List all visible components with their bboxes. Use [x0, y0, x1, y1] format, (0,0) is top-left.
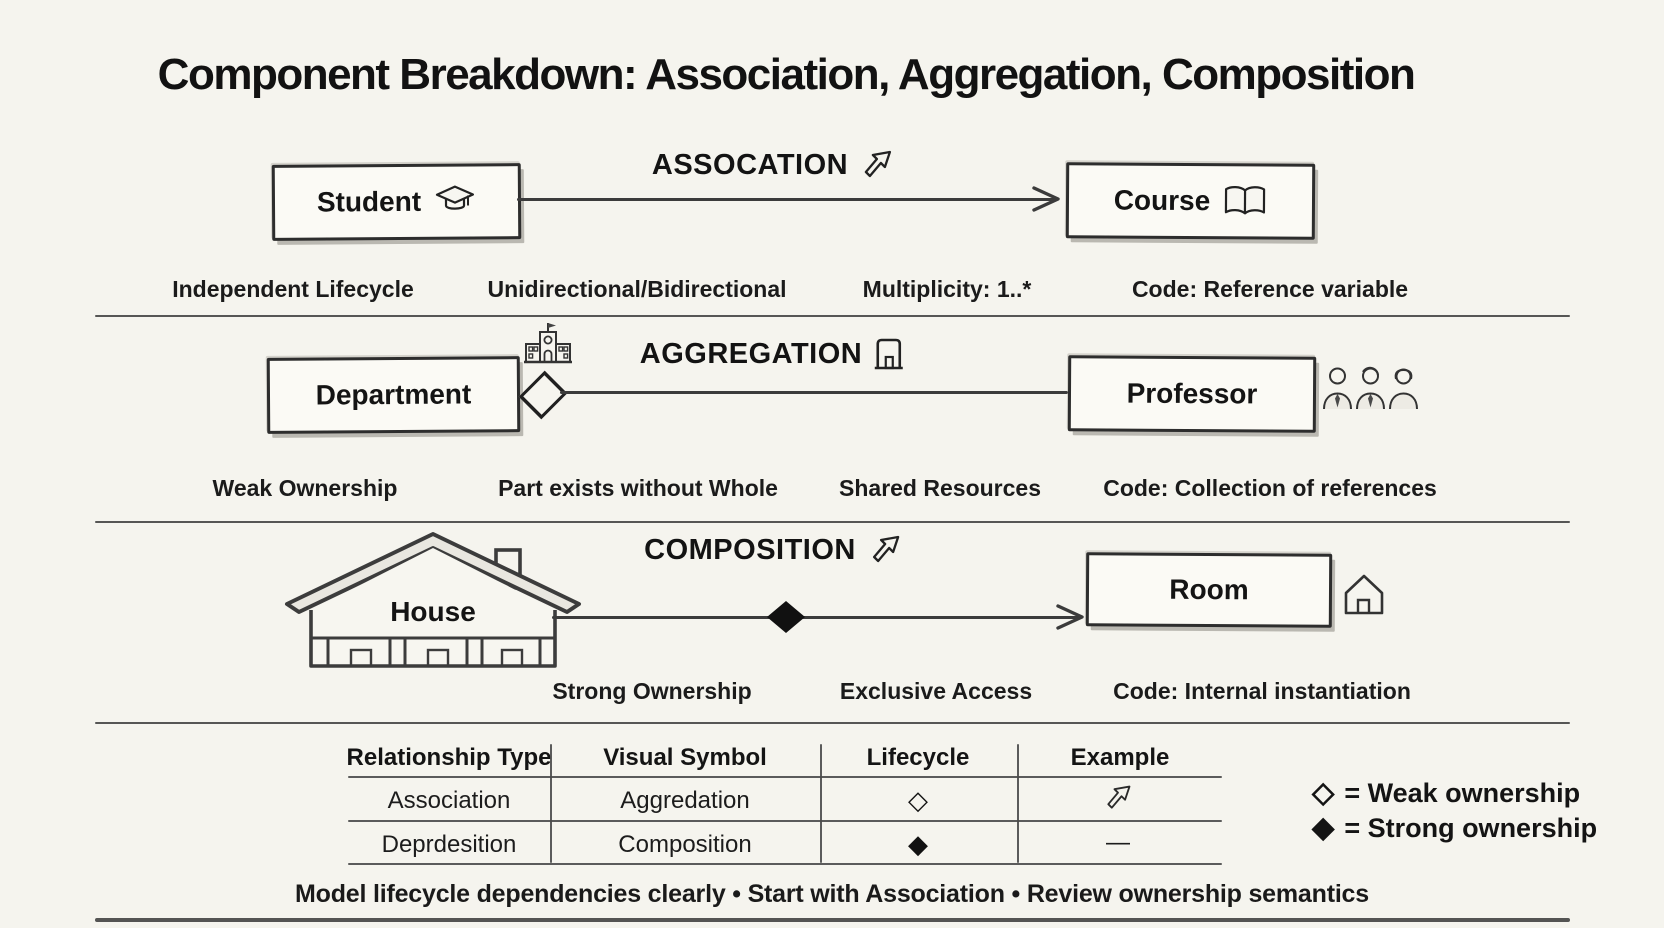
ne-arrow-cell — [1103, 783, 1133, 813]
composition-label-3: Code: Internal instantiation — [1113, 678, 1411, 704]
course-box: Course — [1065, 162, 1316, 240]
association-label-3: Multiplicity: 1..* — [862, 276, 1032, 302]
association-heading: ASSOCATION — [652, 148, 894, 182]
department-box-label: Department — [315, 378, 472, 411]
table-rule — [348, 776, 1222, 778]
house-outline-icon — [1340, 570, 1388, 618]
room-box-label: Room — [1169, 573, 1249, 606]
association-connector-line — [517, 198, 1057, 201]
hollow-diamond-cell: ◇ — [908, 785, 928, 815]
section-divider — [95, 722, 1570, 724]
aggregation-label-3: Shared Resources — [839, 475, 1041, 501]
professor-box: Professor — [1067, 355, 1317, 433]
aggregation-heading-label: AGGREGATION — [639, 337, 863, 370]
association-heading-label: ASSOCATION — [651, 148, 849, 181]
table-rule — [820, 744, 822, 863]
dash-cell: — — [1106, 829, 1130, 856]
house-label: House — [390, 596, 476, 627]
table-cell: Aggredation — [620, 787, 750, 814]
arrowhead-icon — [1054, 603, 1086, 631]
composition-connector-line — [552, 616, 1082, 619]
student-box-label: Student — [316, 185, 422, 218]
table-header-relationship-type: Relationship Type — [346, 744, 552, 771]
composition-label-2: Exclusive Access — [839, 678, 1033, 704]
legend-weak-ownership: ◇ = Weak ownership — [1312, 778, 1580, 809]
table-cell: Deprdesition — [381, 831, 517, 858]
footer-note: Model lifecycle dependencies clearly • S… — [295, 880, 1369, 908]
ne-arrow-icon — [868, 533, 902, 567]
department-box: Department — [266, 356, 521, 434]
composition-heading: COMPOSITION — [644, 533, 902, 567]
table-cell: Composition — [618, 831, 752, 858]
ne-arrow-icon — [860, 148, 894, 182]
filled-diamond-icon — [766, 600, 806, 634]
filled-diamond-cell: ◆ — [908, 829, 928, 859]
aggregation-label-2: Part exists without Whole — [498, 475, 778, 501]
aggregation-connector-line — [560, 391, 1068, 394]
legend-weak-label: = Weak ownership — [1344, 778, 1581, 808]
hollow-diamond-icon — [518, 370, 568, 420]
arrowhead-icon — [1030, 185, 1062, 213]
section-divider — [95, 315, 1570, 317]
aggregation-heading: AGGREGATION — [640, 337, 904, 371]
hollow-diamond-icon: ◇ — [1312, 777, 1335, 809]
school-building-icon — [523, 320, 573, 370]
graduation-cap-icon — [434, 184, 476, 218]
course-box-label: Course — [1113, 184, 1211, 217]
composition-label-1: Strong Ownership — [552, 678, 752, 704]
table-header-lifecycle: Lifecycle — [866, 744, 970, 771]
student-box: Student — [271, 163, 522, 241]
bottom-rule — [95, 918, 1570, 922]
legend-strong-label: = Strong ownership — [1344, 813, 1598, 843]
table-rule — [550, 744, 552, 863]
open-book-icon — [1223, 184, 1267, 218]
association-label-2: Unidirectional/Bidirectional — [487, 276, 787, 302]
table-header-visual-symbol: Visual Symbol — [603, 744, 767, 771]
house-drawing — [283, 508, 583, 672]
table-header-example: Example — [1070, 744, 1170, 771]
table-rule — [348, 820, 1222, 822]
table-rule — [348, 863, 1222, 865]
filled-diamond-icon: ◆ — [1312, 812, 1335, 844]
table-cell: Association — [387, 787, 511, 814]
composition-heading-label: COMPOSITION — [644, 533, 856, 566]
building-icon — [874, 337, 904, 371]
table-rule — [1017, 744, 1019, 863]
people-group-icon — [1322, 366, 1419, 411]
page-title: Component Breakdown: Association, Aggreg… — [157, 50, 1416, 99]
association-label-4: Code: Reference variable — [1131, 276, 1409, 302]
aggregation-label-4: Code: Collection of references — [1103, 475, 1437, 501]
aggregation-label-1: Weak Ownership — [212, 475, 398, 501]
professor-box-label: Professor — [1126, 377, 1258, 410]
section-divider — [95, 521, 1570, 523]
association-label-1: Independent Lifecycle — [172, 276, 414, 302]
room-box: Room — [1085, 552, 1333, 628]
legend-strong-ownership: ◆ = Strong ownership — [1312, 813, 1597, 844]
